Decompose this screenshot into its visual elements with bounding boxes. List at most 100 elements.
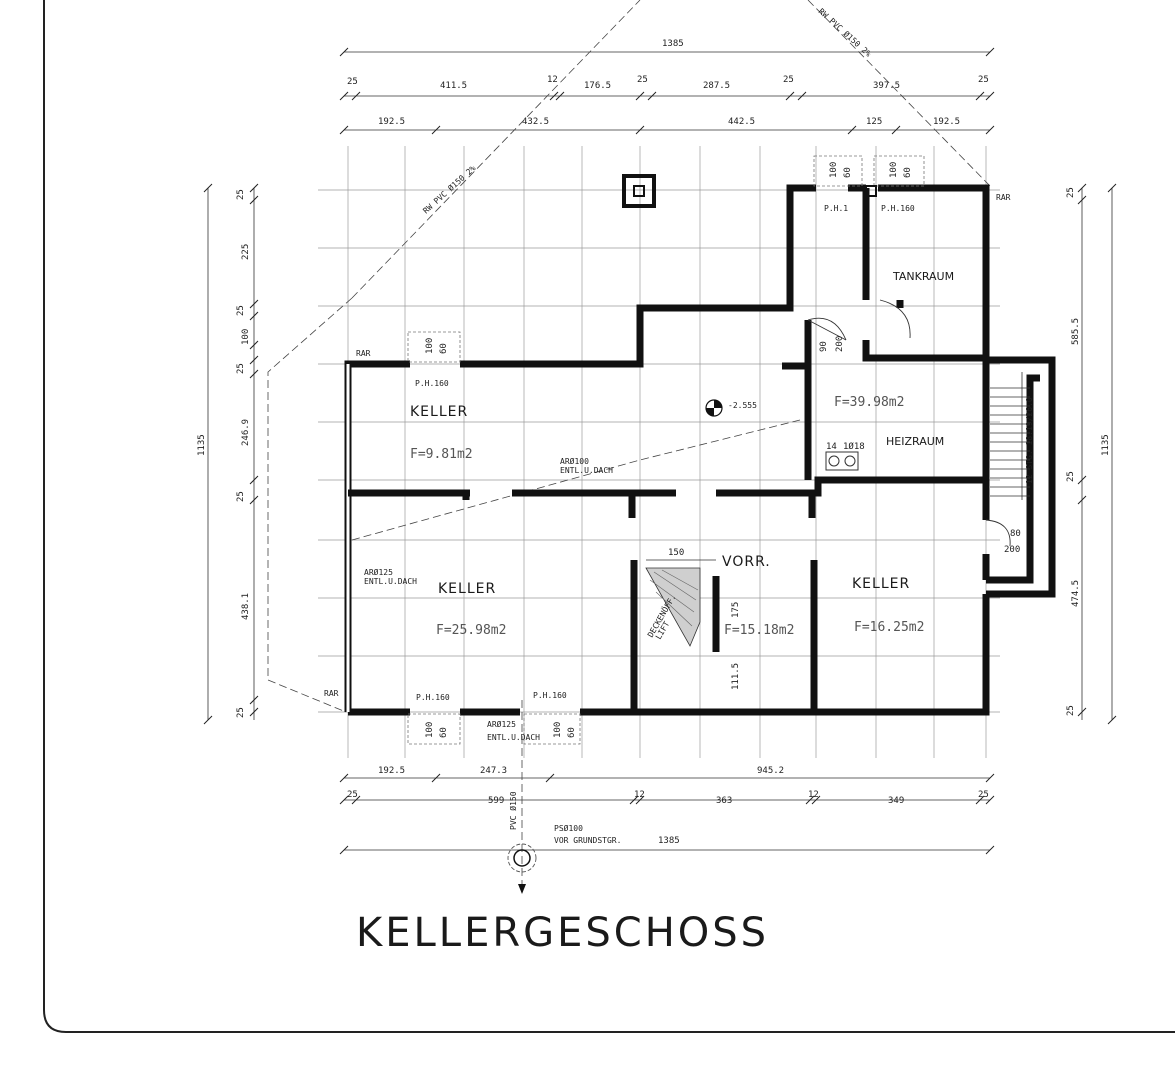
misc-dim-3: 60 (439, 727, 449, 738)
dim-tick (1077, 707, 1087, 717)
dim-bot-2-3: 363 (716, 796, 732, 806)
dimension-lines (203, 47, 1117, 855)
dim-bottom-total: 1385 (658, 836, 680, 846)
ph-label-4: P.H.160 (416, 693, 450, 702)
pvc-pipe-label: PVC Ø150 (508, 791, 518, 830)
room-label-keller-2: KELLER (438, 581, 496, 597)
door-swings (807, 299, 1011, 547)
misc-dim-6: 100 (829, 162, 839, 178)
dim-tick (975, 795, 985, 805)
room-area-keller-1: F=9.81m2 (410, 447, 473, 462)
vent-label-3-a: ARØ125 (487, 719, 516, 729)
misc-dim-11: 200 (835, 336, 845, 352)
room-label-tankraum: TANKRAUM (892, 270, 954, 283)
room-area-keller-2: F=25.98m2 (436, 623, 506, 638)
dim-tick (339, 91, 349, 101)
misc-dim-12: 14 (826, 442, 837, 452)
rw-pipe-label-2: RW PVC Ø150 2% (817, 6, 874, 59)
dim-tick (249, 695, 259, 705)
dim-bot-2-1: 599 (488, 796, 504, 806)
room-label-vorraum: VORR. (722, 554, 771, 570)
vent-label-1-a: ARØ100 (560, 456, 589, 466)
misc-dim-2: 100 (425, 722, 435, 738)
dim-tick (629, 795, 639, 805)
dim-tick (203, 715, 213, 725)
dim-tick (635, 91, 645, 101)
stair-label: 12 STG. 18.19/26.0 (1025, 397, 1034, 484)
dim-tick (351, 795, 361, 805)
chimney-symbol (622, 174, 656, 208)
dim-left-4: 25 (236, 363, 246, 374)
misc-dim-1: 60 (439, 343, 449, 354)
ph-label-2: P.H.1 (824, 204, 848, 213)
dim-tick (975, 91, 985, 101)
room-label-heizraum: HEIZRAUM (886, 435, 944, 448)
misc-dim-0: 100 (425, 338, 435, 354)
dim-tick (339, 795, 349, 805)
dim-tick (985, 47, 995, 57)
boiler-symbol (825, 451, 859, 471)
rar-label-2: RAR (324, 689, 339, 698)
misc-dim-15: 200 (1004, 545, 1020, 555)
dim-tick (249, 195, 259, 205)
dim-top-1-5: 287.5 (703, 81, 730, 91)
dim-right-3: 474.5 (1071, 580, 1081, 607)
dim-tick (249, 311, 259, 321)
dim-tick (797, 91, 807, 101)
misc-dim-4: 100 (553, 722, 563, 738)
dim-top-2-1: 432.5 (522, 117, 549, 127)
dim-tick (555, 91, 565, 101)
dim-top-1-0: 25 (347, 77, 358, 87)
dim-tick (985, 795, 995, 805)
dim-tick (805, 795, 815, 805)
lift-hatch-symbol (645, 567, 701, 647)
dim-top-2-2: 442.5 (728, 117, 755, 127)
misc-dim-16: 150 (668, 548, 684, 558)
rar-label-3: RAR (996, 193, 1011, 202)
dim-tick (249, 183, 259, 193)
dim-bot-2-0: 25 (347, 790, 358, 800)
dim-tick (847, 125, 857, 135)
stair-treads (990, 372, 1030, 500)
dim-bot-2-5: 349 (888, 796, 904, 806)
dim-top-1-1: 411.5 (440, 81, 467, 91)
dim-top-2-0: 192.5 (378, 117, 405, 127)
room-label-keller-3: KELLER (852, 576, 910, 592)
room-area-vorraum: F=15.18m2 (724, 623, 794, 638)
window-boxes (407, 155, 925, 745)
dim-tick (1077, 183, 1087, 193)
misc-dim-7: 60 (843, 167, 853, 178)
dim-top-2-3: 125 (866, 117, 882, 127)
dim-tick (431, 773, 441, 783)
dim-right-1: 585.5 (1071, 318, 1081, 345)
room-label-keller-1: KELLER (410, 404, 468, 420)
dim-top-total: 1385 (662, 39, 684, 49)
misc-dim-18: 111.5 (731, 663, 741, 690)
dim-tick (351, 91, 361, 101)
dim-tick (785, 91, 795, 101)
dim-top-1-7: 397.5 (873, 81, 900, 91)
dim-tick (635, 125, 645, 135)
dim-bot-1-0: 192.5 (378, 766, 405, 776)
dim-tick (811, 795, 821, 805)
dim-tick (647, 91, 657, 101)
dim-bot-2-4: 12 (808, 790, 819, 800)
dim-tick (249, 475, 259, 485)
misc-dim-17: 175 (731, 602, 741, 618)
dim-tick (431, 125, 441, 135)
misc-dim-5: 60 (567, 727, 577, 738)
dim-tick (985, 91, 995, 101)
dim-right-total: 1135 (1101, 434, 1111, 456)
dim-left-0: 25 (236, 189, 246, 200)
dim-top-1-2: 12 (547, 75, 558, 85)
misc-dim-14: 80 (1010, 529, 1021, 539)
ph-label-3: P.H.160 (881, 204, 915, 213)
vent-label-1-b: ENTL.U.DACH (560, 466, 613, 475)
misc-dim-10: 90 (819, 341, 829, 352)
dim-tick (1107, 715, 1117, 725)
dim-tick (985, 773, 995, 783)
dim-left-3: 100 (241, 329, 251, 345)
dim-tick (339, 845, 349, 855)
dim-tick (203, 183, 213, 193)
dim-tick (545, 773, 555, 783)
